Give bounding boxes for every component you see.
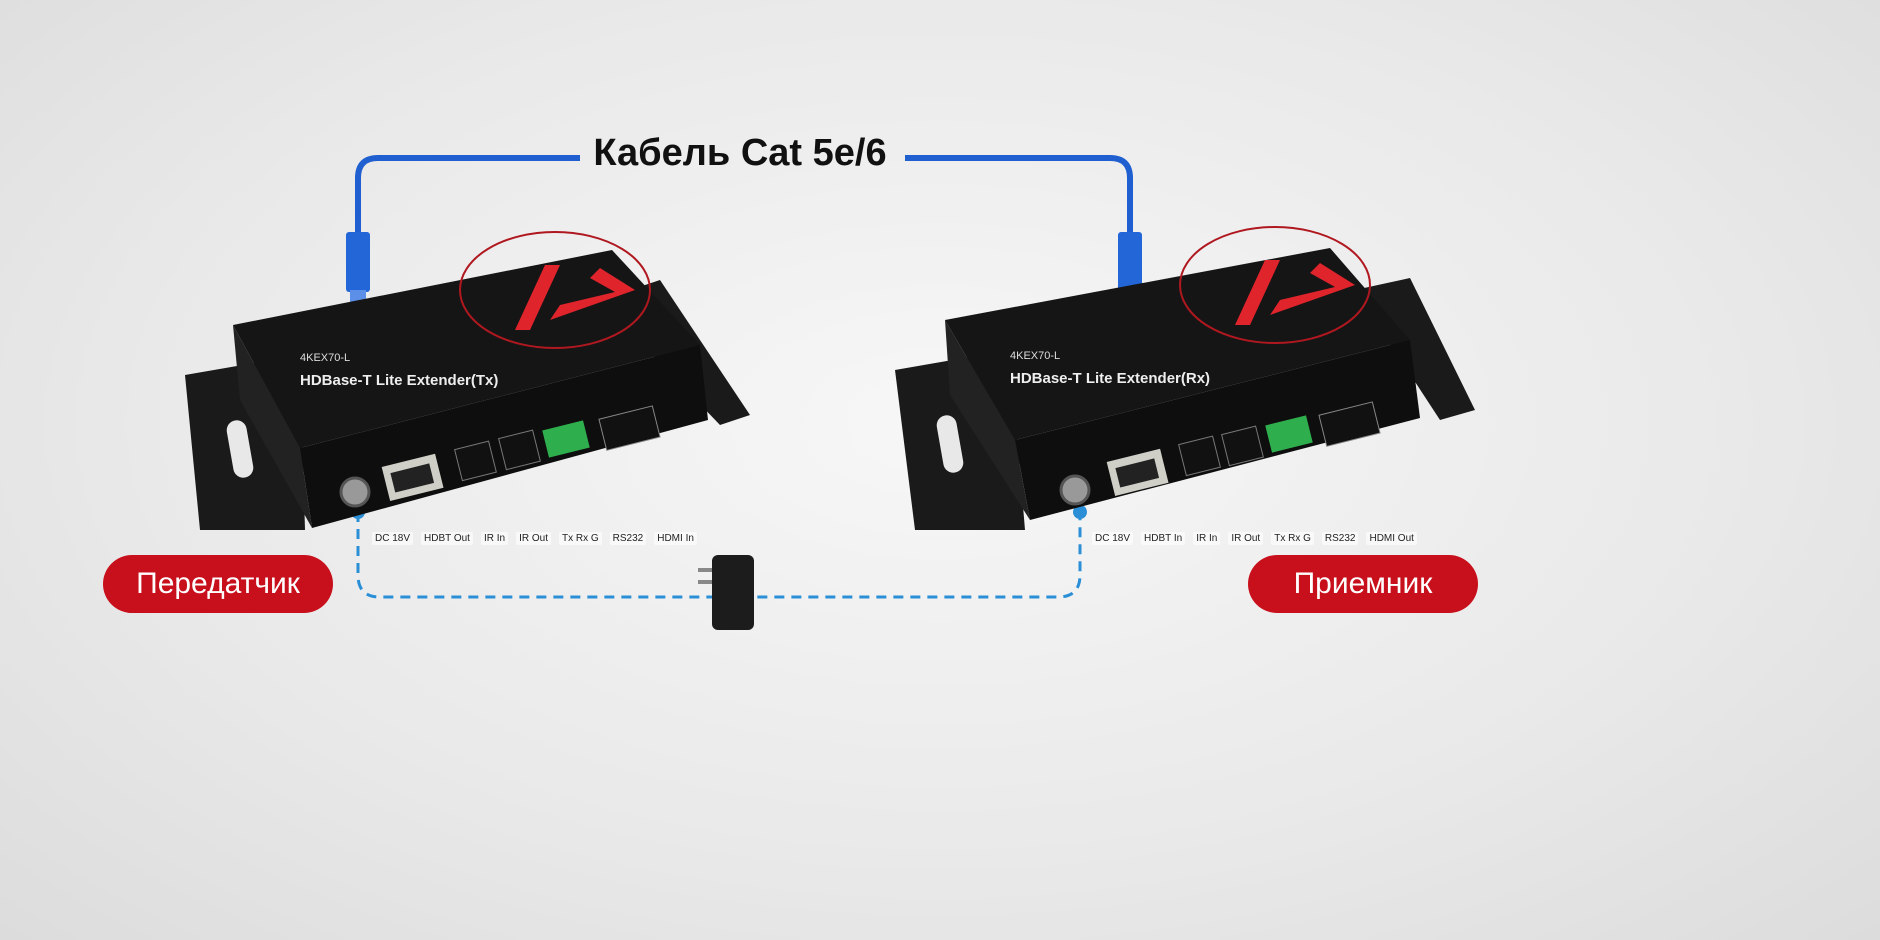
tx-port-hdmi: HDMI In xyxy=(654,532,697,545)
power-dot-right xyxy=(1073,505,1087,519)
transmitter-label: Передатчик xyxy=(103,555,333,613)
receiver-label: Приемник xyxy=(1248,555,1478,613)
tx-port-ir-out: IR Out xyxy=(516,532,551,545)
rx-port-ir-out: IR Out xyxy=(1228,532,1264,545)
tx-port-terminal: Tx Rx G xyxy=(558,532,602,545)
tx-model-text: 4KEX70-L xyxy=(300,352,351,364)
rx-port-dc: DC 18V xyxy=(1092,532,1134,545)
power-adapter-icon xyxy=(698,555,754,630)
tx-device-text: HDBase-T Lite Extender(Tx) xyxy=(300,372,499,389)
rx-port-labels: DC 18V HDBT In IR In IR Out Tx Rx G RS23… xyxy=(1092,532,1417,545)
tx-port-ir-in: IR In xyxy=(480,532,509,545)
power-line xyxy=(356,512,1082,599)
tx-port-rs232: RS232 xyxy=(609,532,647,545)
rx-port-hdmi: HDMI Out xyxy=(1366,532,1417,545)
rx-port-hdbt: HDBT In xyxy=(1141,532,1186,545)
receiver-device xyxy=(895,226,1475,530)
rx-port-terminal: Tx Rx G xyxy=(1271,532,1314,545)
rx-device-text: HDBase-T Lite Extender(Rx) xyxy=(1010,370,1211,387)
tx-port-labels: DC 18V HDBT Out IR In IR Out Tx Rx G RS2… xyxy=(372,532,697,545)
rx-model-text: 4KEX70-L xyxy=(1010,350,1061,362)
transmitter-device xyxy=(185,231,750,530)
tx-port-hdbt: HDBT Out xyxy=(421,532,473,545)
rj45-connector-left xyxy=(346,232,370,310)
rx-port-rs232: RS232 xyxy=(1321,532,1359,545)
cable-title: Кабель Cat 5e/6 xyxy=(593,132,887,174)
rx-port-ir-in: IR In xyxy=(1193,532,1221,545)
network-cable xyxy=(355,155,1133,240)
tx-port-dc: DC 18V xyxy=(372,532,414,545)
